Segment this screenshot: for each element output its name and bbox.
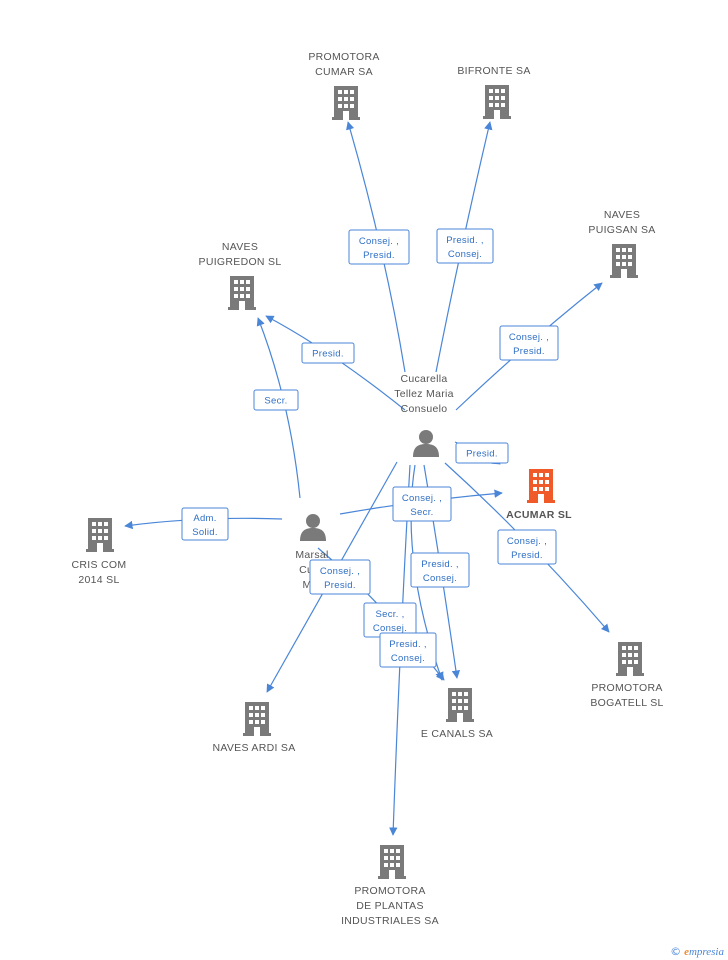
relation-label-box: [392, 486, 452, 522]
relation-label[interactable]: Presid. , Consej.: [410, 552, 470, 588]
relation-role: Consej. ,: [320, 566, 360, 577]
brand-initial: e: [684, 946, 689, 958]
relation-role: Presid.: [324, 580, 356, 591]
relation-role: Secr. ,: [375, 609, 404, 620]
brand-footer: ©empresia: [670, 945, 724, 958]
relation-role: Presid.: [466, 449, 498, 460]
relation-role: Presid.: [513, 346, 545, 357]
relation-label[interactable]: Consej. , Presid.: [309, 559, 371, 595]
company-icon: [483, 85, 511, 119]
relation-label[interactable]: Presid. , Consej.: [436, 228, 494, 264]
node-e-canals[interactable]: E CANALS SA: [421, 688, 493, 740]
relation-role: Consej. ,: [359, 236, 399, 247]
company-icon: [228, 276, 256, 310]
relation-label-box: [379, 632, 437, 668]
relation-label-box: [348, 229, 410, 265]
node-label: PUIGREDON SL: [199, 256, 282, 268]
relation-role: Consej. ,: [509, 332, 549, 343]
company-icon: [243, 702, 271, 736]
node-label: Marsal: [295, 549, 328, 561]
relation-role: Secr.: [410, 507, 433, 518]
node-label: Consuelo: [401, 403, 448, 415]
relation-role: Presid.: [312, 349, 344, 360]
company-icon: [86, 518, 114, 552]
node-label: BIFRONTE SA: [457, 65, 530, 77]
person-icon: [300, 514, 326, 541]
relation-label[interactable]: Consej. , Presid.: [497, 529, 557, 565]
company-icon: [610, 244, 638, 278]
node-acumar[interactable]: ACUMAR SL: [506, 469, 572, 521]
node-label: PROMOTORA: [354, 885, 425, 897]
node-label: Cucarella: [400, 373, 447, 385]
node-label: INDUSTRIALES SA: [341, 915, 439, 927]
relation-role: Presid. ,: [421, 559, 459, 570]
relation-role: Presid.: [363, 250, 395, 261]
node-label: NAVES: [222, 241, 258, 253]
relation-role: Consej.: [448, 249, 482, 260]
company-icon: [332, 86, 360, 120]
node-label: CUMAR SA: [315, 66, 373, 78]
relation-label-box: [455, 442, 509, 464]
node-label: E CANALS SA: [421, 728, 493, 740]
company-icon: [378, 845, 406, 879]
relation-label[interactable]: Presid. , Consej.: [379, 632, 437, 668]
relation-role: Adm.: [193, 513, 216, 524]
relation-label[interactable]: Consej. , Secr.: [392, 486, 452, 522]
relation-label-box: [181, 507, 229, 541]
node-label: DE PLANTAS: [356, 900, 424, 912]
relation-label-box: [497, 529, 557, 565]
node-label: PROMOTORA: [591, 682, 662, 694]
focus-company-icon: [527, 469, 555, 503]
node-naves-ardi[interactable]: NAVES ARDI SA: [212, 702, 295, 754]
relation-label[interactable]: Consej. , Presid.: [348, 229, 410, 265]
relation-label[interactable]: Presid.: [455, 442, 509, 464]
node-bifronte[interactable]: BIFRONTE SA: [457, 65, 530, 119]
node-label: PROMOTORA: [308, 51, 379, 63]
copyright-symbol: ©: [670, 945, 682, 958]
nodes-layer: PROMOTORA CUMAR SA BIFRONTE SA NAVES PUIGSAN…: [72, 51, 664, 927]
node-label: Tellez Maria: [394, 388, 454, 400]
node-naves-puigsan[interactable]: NAVES PUIGSAN SA: [588, 209, 655, 278]
relation-role: Secr.: [264, 396, 287, 407]
node-label: 2014 SL: [78, 574, 119, 586]
node-cris-com[interactable]: CRIS COM 2014 SL: [72, 518, 127, 586]
node-label: NAVES ARDI SA: [212, 742, 295, 754]
relation-role: Consej.: [391, 653, 425, 664]
node-promotora-plantas[interactable]: PROMOTORA DE PLANTAS INDUSTRIALES SA: [341, 845, 439, 927]
relation-role: Consej. ,: [402, 493, 442, 504]
relation-label[interactable]: Secr.: [253, 389, 299, 411]
node-label: ACUMAR SL: [506, 509, 572, 521]
brand-name: mpresia: [688, 946, 724, 958]
node-label: CRIS COM: [72, 559, 127, 571]
relation-labels-layer: Consej. , Presid. Presid. , Consej. Consej. …: [181, 228, 559, 668]
relation-role: Presid. ,: [389, 639, 427, 650]
relation-label-box: [499, 325, 559, 361]
person-icon: [413, 430, 439, 457]
relation-role: Consej. ,: [507, 536, 547, 547]
node-promotora-cumar[interactable]: PROMOTORA CUMAR SA: [308, 51, 379, 120]
relation-label[interactable]: Consej. , Presid.: [499, 325, 559, 361]
relation-role: Presid. ,: [446, 235, 484, 246]
node-label: BOGATELL SL: [590, 697, 663, 709]
relation-label-box: [301, 342, 355, 364]
relation-label-box: [309, 559, 371, 595]
node-label: PUIGSAN SA: [588, 224, 655, 236]
relation-label-box: [410, 552, 470, 588]
relation-role: Consej.: [423, 573, 457, 584]
relation-label-box: [436, 228, 494, 264]
relation-label-box: [253, 389, 299, 411]
relation-label[interactable]: Secr. , Consej.: [363, 602, 417, 638]
node-label: NAVES: [604, 209, 640, 221]
relation-role: Presid.: [511, 550, 543, 561]
relation-label[interactable]: Adm. Solid.: [181, 507, 229, 541]
node-promotora-bogatell[interactable]: PROMOTORA BOGATELL SL: [590, 642, 663, 709]
node-naves-puigredon[interactable]: NAVES PUIGREDON SL: [199, 241, 282, 310]
relation-label[interactable]: Presid.: [301, 342, 355, 364]
relation-role: Consej.: [373, 623, 407, 634]
company-icon: [446, 688, 474, 722]
company-icon: [616, 642, 644, 676]
relation-role: Solid.: [192, 527, 218, 538]
